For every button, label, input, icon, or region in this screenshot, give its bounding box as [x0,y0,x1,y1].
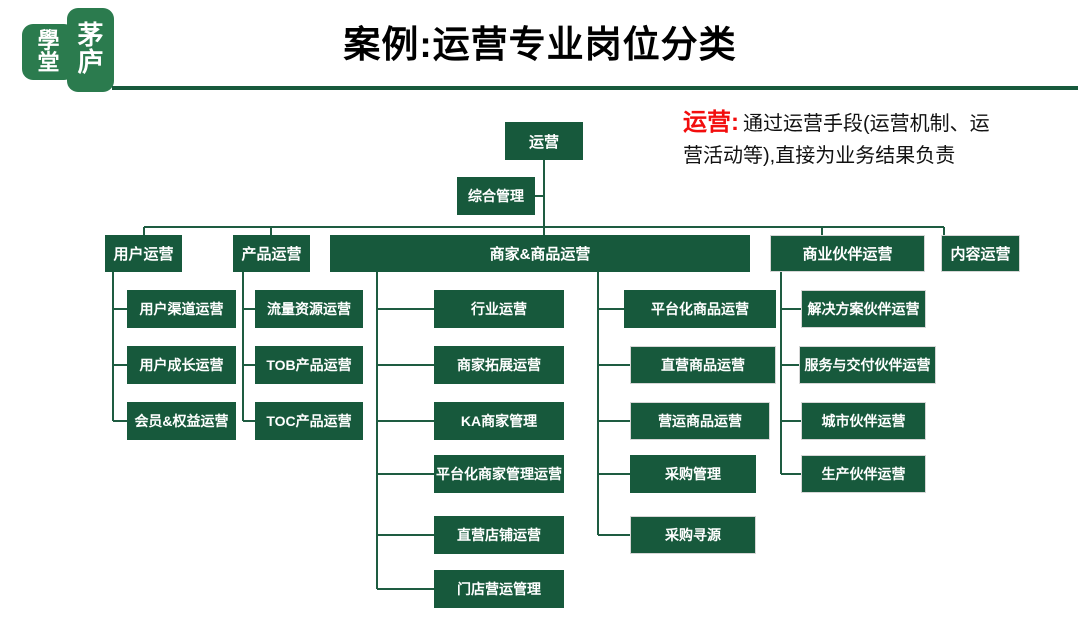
title-underline [112,86,1078,90]
definition-note: 运营:通过运营手段(运营机制、运营活动等),直接为业务结果负责 [683,108,997,173]
node-content-ops: 内容运营 [941,235,1020,272]
brand-logo: 學 堂 茅 庐 [10,4,114,96]
logo-char: 堂 [37,50,60,75]
node-business-partner-ops: 商业伙伴运营 [770,235,925,272]
logo-char: 庐 [77,48,104,77]
node-traffic-resource-ops: 流量资源运营 [255,290,363,328]
node-procurement-sourcing: 采购寻源 [630,516,756,554]
node-toc-product-ops: TOC产品运营 [255,402,363,440]
node-member-benefit-ops: 会员&权益运营 [127,402,236,440]
note-term: 运营: [683,109,739,136]
node-operating-goods-ops: 营运商品运营 [630,402,770,440]
node-platform-merchant-mgmt-ops: 平台化商家管理运营 [434,455,564,493]
node-production-partner-ops: 生产伙伴运营 [801,455,926,493]
node-direct-goods-ops: 直营商品运营 [630,346,776,384]
node-service-delivery-partner-ops: 服务与交付伙伴运营 [799,346,936,384]
node-general-management: 综合管理 [457,177,535,215]
logo-stamp-right: 茅 庐 [67,8,114,92]
node-store-operation-mgmt: 门店营运管理 [434,570,564,608]
node-direct-store-ops: 直营店铺运营 [434,516,564,554]
slide-title: 案例:运营专业岗位分类 [343,24,737,65]
logo-char: 學 [37,27,60,53]
logo-stamp-left: 學 堂 [22,24,75,80]
node-procurement-mgmt: 采购管理 [630,455,756,493]
node-merchant-expansion-ops: 商家拓展运营 [434,346,564,384]
node-merchant-goods-ops: 商家&商品运营 [330,235,750,272]
node-solution-partner-ops: 解决方案伙伴运营 [801,290,926,328]
node-user-ops: 用户运营 [105,235,182,272]
node-industry-ops: 行业运营 [434,290,564,328]
node-city-partner-ops: 城市伙伴运营 [801,402,926,440]
node-ka-merchant-mgmt: KA商家管理 [434,402,564,440]
node-user-channel-ops: 用户渠道运营 [127,290,236,328]
node-user-growth-ops: 用户成长运营 [127,346,236,384]
note-text: 通过运营手段(运营机制、运营活动等),直接为业务结果负责 [683,113,990,167]
node-tob-product-ops: TOB产品运营 [255,346,363,384]
node-root-operations: 运营 [505,122,583,160]
node-platform-goods-ops: 平台化商品运营 [624,290,776,328]
node-product-ops: 产品运营 [233,235,310,272]
logo-char: 茅 [77,21,104,51]
